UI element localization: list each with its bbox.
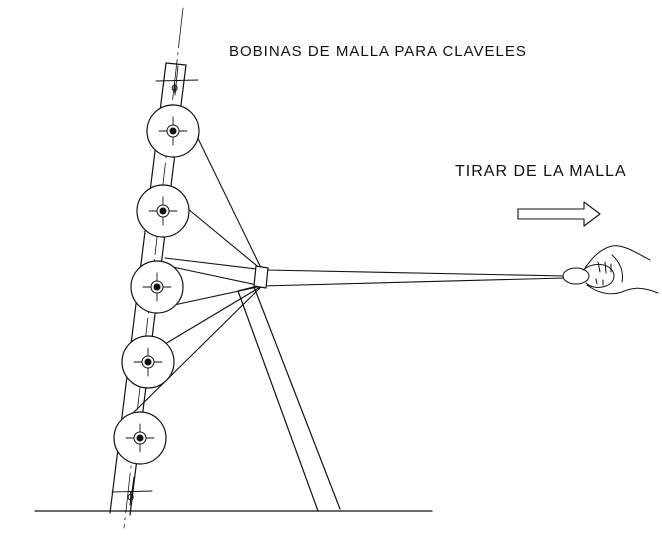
diagram-title: BOBINAS DE MALLA PARA CLAVELES [229, 43, 527, 60]
reel-5 [113, 411, 167, 465]
axis-symbol-top: ϕ [171, 81, 178, 94]
support-leg [237, 286, 341, 512]
hand-icon [562, 245, 659, 295]
axis-symbol-bottom: ϕ [127, 490, 134, 503]
bottom-axis-marker [111, 476, 153, 506]
top-axis-marker [155, 65, 199, 96]
reel-3 [130, 260, 184, 314]
pull-instruction-label: TIRAR DE LA MALLA [455, 163, 627, 180]
reel-1 [146, 104, 200, 158]
arrow-right-icon [517, 201, 601, 227]
reel-group [113, 104, 200, 465]
reel-4 [121, 335, 175, 389]
reel-2 [136, 184, 190, 238]
mesh-clamp [253, 265, 269, 289]
